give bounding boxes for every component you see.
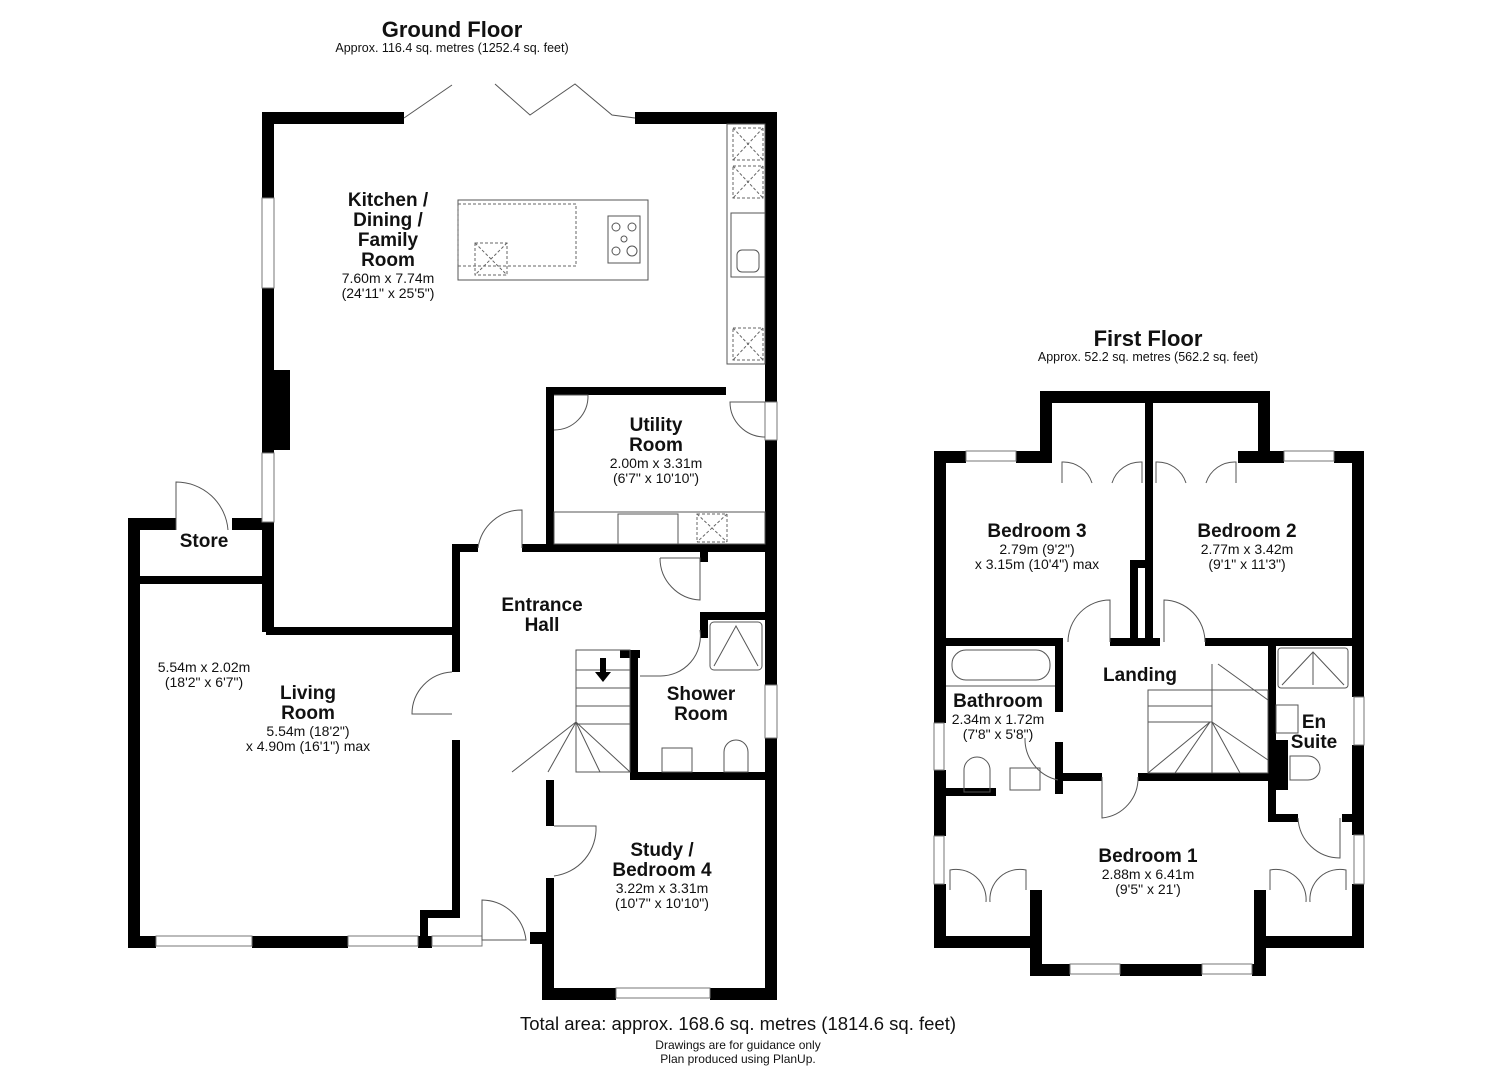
shower-name-line2: Room	[674, 703, 728, 725]
kitchen-name-line4: Room	[361, 249, 415, 271]
living-room-alt-dimensions: 5.54m x 2.02m (18'2" x 6'7")	[157, 659, 251, 691]
room-store: Store	[180, 532, 229, 552]
living-alt-dim-imperial: (18'2" x 6'7")	[164, 674, 244, 691]
room-shower: Shower Room	[667, 685, 736, 725]
bathroom-name: Bathroom	[953, 691, 1043, 712]
study-dim-imperial: (10'7" x 10'10")	[615, 895, 709, 912]
room-utility: Utility Room 2.00m x 3.31m (6'7" x 10'10…	[610, 416, 703, 487]
bedroom2-name: Bedroom 2	[1197, 521, 1297, 542]
first-floor-windows	[933, 450, 1365, 975]
kitchen-name-line1: Kitchen /	[347, 190, 429, 211]
store-name: Store	[179, 531, 229, 552]
ground-floor-title: Ground Floor	[381, 17, 523, 42]
first-floor-fixtures	[946, 647, 1349, 793]
ground-floor-heading: Ground Floor Approx. 116.4 sq. metres (1…	[335, 18, 568, 55]
study-dim-metric: 3.22m x 3.31m	[615, 879, 709, 896]
landing-name: Landing	[1103, 665, 1177, 686]
study-name-line1: Study /	[630, 840, 694, 861]
credit: Plan produced using PlanUp.	[660, 1052, 816, 1067]
entrance-hall-name-line1: Entrance	[501, 595, 583, 616]
living-name-line1: Living	[280, 683, 336, 704]
bedroom3-dim-line2: x 3.15m (10'4") max	[974, 556, 1100, 573]
bedroom3-dim-line1: 2.79m (9'2")	[999, 540, 1075, 557]
room-bedroom1: Bedroom 1 2.88m x 6.41m (9'5" x 21')	[1098, 847, 1197, 898]
room-study: Study / Bedroom 4 3.22m x 3.31m (10'7" x…	[612, 841, 711, 912]
ground-floor-windows	[155, 197, 778, 999]
kitchen-dim-metric: 7.60m x 7.74m	[341, 269, 435, 286]
bedroom1-name: Bedroom 1	[1098, 846, 1198, 867]
first-floor-heading: First Floor Approx. 52.2 sq. metres (562…	[1038, 327, 1258, 364]
bedroom1-dim-imperial: (9'5" x 21')	[1115, 881, 1181, 898]
kitchen-name-line2: Dining /	[353, 209, 423, 231]
bedroom3-name: Bedroom 3	[987, 521, 1087, 542]
bathroom-dim-metric: 2.34m x 1.72m	[951, 710, 1045, 727]
disclaimer: Drawings are for guidance only	[655, 1038, 821, 1053]
first-floor-area: Approx. 52.2 sq. metres (562.2 sq. feet)	[1037, 350, 1259, 365]
room-bedroom2: Bedroom 2 2.77m x 3.42m (9'1" x 11'3")	[1197, 522, 1296, 573]
bathroom-dim-imperial: (7'8" x 5'8")	[962, 726, 1034, 743]
living-alt-dim-metric: 5.54m x 2.02m	[157, 659, 251, 675]
room-kitchen: Kitchen / Dining / Family Room 7.60m x 7…	[342, 191, 435, 302]
room-living: Living Room 5.54m (18'2") x 4.90m (16'1"…	[246, 684, 370, 755]
shower-name-line1: Shower	[666, 684, 736, 705]
kitchen-dim-imperial: (24'11" x 25'5")	[341, 285, 435, 302]
utility-name-line1: Utility	[629, 415, 683, 436]
ground-floor-doors	[175, 83, 766, 941]
utility-name-line2: Room	[629, 434, 683, 456]
utility-dim-metric: 2.00m x 3.31m	[609, 454, 703, 471]
room-entrance-hall: Entrance Hall	[501, 596, 582, 636]
room-landing: Landing	[1103, 666, 1177, 686]
en-suite-name-line2: Suite	[1290, 731, 1338, 753]
bedroom1-dim-metric: 2.88m x 6.41m	[1101, 865, 1195, 882]
ground-floor-walls	[128, 112, 777, 1000]
first-floor-walls	[934, 391, 1364, 976]
kitchen-name-line3: Family	[357, 229, 419, 251]
bedroom2-dim-imperial: (9'1" x 11'3")	[1208, 556, 1286, 573]
living-dim-line1: 5.54m (18'2")	[266, 722, 350, 739]
ground-floor-fixtures	[457, 123, 766, 773]
en-suite-name-line1: En	[1301, 712, 1327, 733]
study-name-line2: Bedroom 4	[612, 859, 712, 881]
first-floor-title: First Floor	[1093, 326, 1203, 351]
living-name-line2: Room	[281, 702, 335, 724]
room-en-suite: En Suite	[1291, 713, 1337, 753]
living-dim-line2: x 4.90m (16'1") max	[245, 738, 371, 755]
first-floor-doors	[949, 461, 1347, 903]
total-area: Total area: approx. 168.6 sq. metres (18…	[519, 1013, 957, 1034]
room-bedroom3: Bedroom 3 2.79m (9'2") x 3.15m (10'4") m…	[975, 522, 1099, 573]
room-bathroom: Bathroom 2.34m x 1.72m (7'8" x 5'8")	[952, 692, 1045, 743]
ground-floor-area: Approx. 116.4 sq. metres (1252.4 sq. fee…	[335, 41, 569, 56]
entrance-hall-name-line2: Hall	[524, 614, 560, 636]
bedroom2-dim-metric: 2.77m x 3.42m	[1200, 540, 1294, 557]
footer: Total area: approx. 168.6 sq. metres (18…	[520, 1014, 956, 1067]
utility-dim-imperial: (6'7" x 10'10")	[612, 470, 700, 487]
